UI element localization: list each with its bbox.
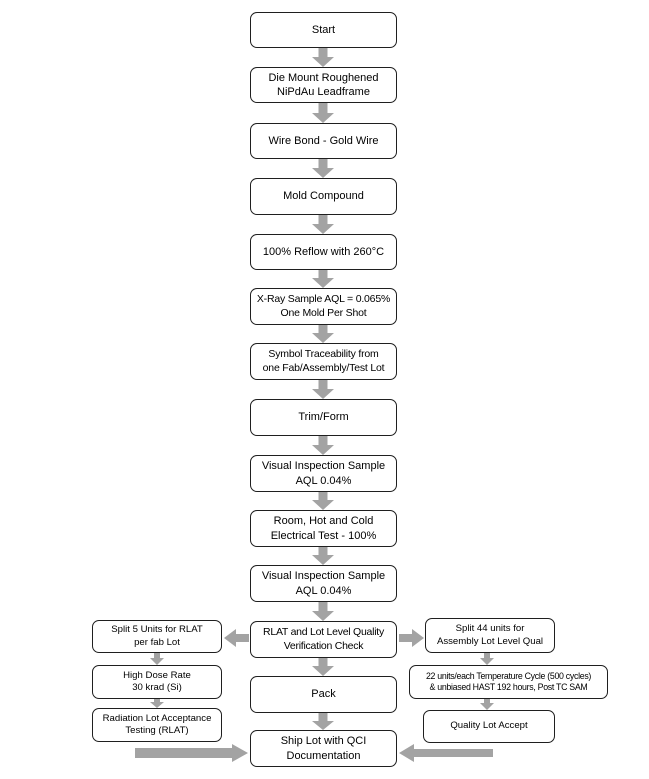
flow-arrow-down-8 — [312, 436, 334, 455]
node-label-line: Electrical Test - 100% — [270, 529, 377, 542]
flow-arrow-down-5 — [312, 270, 334, 288]
node-label-line: Die Mount Roughened — [268, 71, 379, 84]
node-label-line: High Dose Rate — [123, 669, 191, 681]
node-label-line: one Fab/Assembly/Test Lot — [262, 361, 385, 374]
node-label-line: Testing (RLAT) — [125, 725, 189, 736]
flow-arrow-down-13 — [312, 713, 334, 730]
node-label-line: & unbiased HAST 192 hours, Post TC SAM — [429, 682, 588, 692]
node-label-line: Visual Inspection Sample — [261, 570, 386, 583]
flow-arrow-down-4 — [312, 215, 334, 234]
node-temp-cycle-hast: 22 units/each Temperature Cycle (500 cyc… — [409, 665, 608, 699]
node-label-line: Visual Inspection Sample — [261, 460, 386, 473]
flow-arrow-down-2 — [312, 103, 334, 123]
flow-arrow-down-15 — [150, 699, 164, 708]
node-label-line: Assembly Lot Level Qual — [436, 635, 544, 647]
node-label-line: 22 units/each Temperature Cycle (500 cyc… — [425, 670, 592, 681]
node-label-line: Quality Lot Accept — [450, 720, 528, 732]
node-label-line: Symbol Traceability from — [268, 347, 379, 360]
flow-arrow-down-12 — [312, 658, 334, 676]
node-label-line: Room, Hot and Cold — [273, 515, 374, 528]
node-label-line: Radiation Lot Acceptance — [102, 712, 212, 724]
node-label-line: 30 krad (Si) — [132, 682, 182, 693]
flow-arrow-down-6 — [312, 325, 334, 343]
flow-arrow-right-19 — [399, 629, 424, 647]
flow-arrow-down-16 — [480, 653, 494, 665]
node-label-line: AQL 0.04% — [295, 474, 352, 487]
node-pack: Pack — [250, 676, 397, 713]
flow-arrow-down-17 — [480, 699, 494, 710]
node-label-line: 100% Reflow with 260°C — [262, 245, 385, 258]
node-label-line: Split 44 units for — [455, 623, 525, 635]
node-label-line: Start — [311, 23, 336, 36]
node-xray-sample: X-Ray Sample AQL = 0.065%One Mold Per Sh… — [250, 288, 397, 325]
flow-arrow-down-14 — [150, 653, 164, 665]
node-label-line: Pack — [311, 688, 336, 701]
node-label-line: Split 5 Units for RLAT — [111, 624, 203, 636]
node-label-line: X-Ray Sample AQL = 0.065% — [256, 292, 391, 305]
node-trim-form: Trim/Form — [250, 399, 397, 436]
node-reflow: 100% Reflow with 260°C — [250, 234, 397, 270]
node-label-line: Trim/Form — [298, 411, 349, 424]
flow-arrow-down-1 — [312, 48, 334, 67]
node-label-line: Documentation — [286, 749, 361, 762]
flow-arrow-right-20 — [135, 744, 248, 762]
node-start: Start — [250, 12, 397, 48]
node-label-line: Verification Check — [283, 639, 364, 652]
flow-arrow-down-9 — [312, 492, 334, 510]
node-wire-bond: Wire Bond - Gold Wire — [250, 123, 397, 159]
node-quality-lot-accept: Quality Lot Accept — [423, 710, 555, 743]
flow-arrow-down-11 — [312, 602, 334, 621]
node-label-line: Wire Bond - Gold Wire — [268, 134, 379, 147]
node-mold-compound: Mold Compound — [250, 178, 397, 215]
flow-arrow-down-7 — [312, 380, 334, 399]
flow-arrow-left-18 — [224, 629, 249, 647]
flow-arrow-down-3 — [312, 159, 334, 178]
node-label-line: RLAT and Lot Level Quality — [263, 625, 384, 638]
node-label-line: per fab Lot — [134, 636, 180, 648]
node-label-line: Ship Lot with QCI — [280, 735, 367, 748]
flow-arrow-left-21 — [399, 744, 493, 762]
node-label-line: Mold Compound — [283, 190, 364, 203]
node-label-line: One Mold Per Shot — [280, 306, 367, 319]
node-label-line: AQL 0.04% — [295, 584, 352, 597]
node-label-line: NiPdAu Leadframe — [277, 86, 370, 98]
flow-arrow-down-10 — [312, 547, 334, 565]
